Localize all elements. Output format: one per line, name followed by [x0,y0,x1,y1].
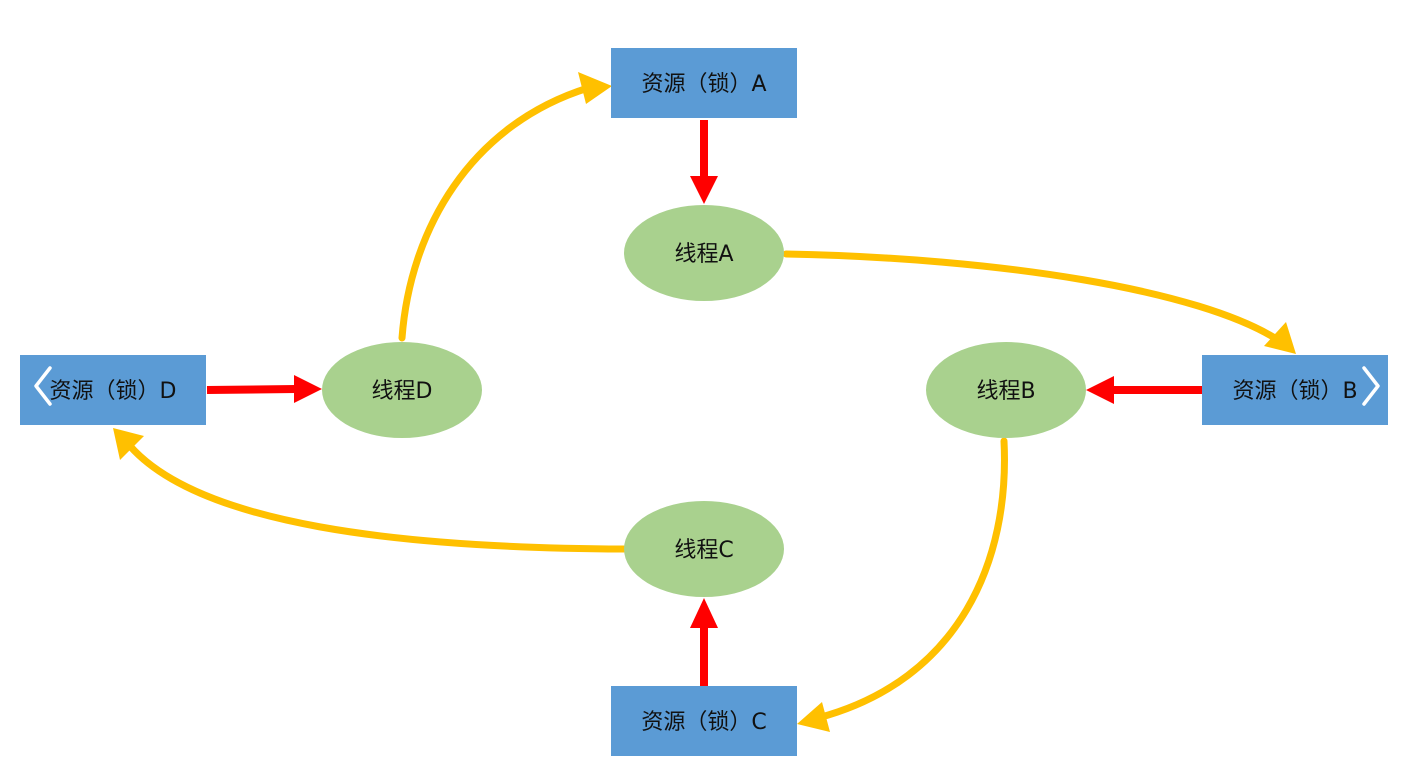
arrowhead-resourceD [113,428,144,460]
arrowhead-threadD [294,375,322,403]
thread-label-c: 线程C [674,538,733,563]
arrow-resourceD-to-threadD [206,385,297,394]
next-slide-button[interactable] [1356,356,1386,416]
arrowhead-threadC [690,598,718,628]
hold-arrows [206,120,1202,686]
resource-box-c [611,686,797,756]
resource-label-a: 资源（锁）A [641,72,766,97]
request-arrows [126,84,1282,722]
thread-ellipse-c [624,501,784,597]
thread-ellipse-d [322,342,482,438]
chevron-right-icon [1362,366,1380,406]
thread-ellipse-b [926,342,1086,438]
thread-node-c: 线程C [624,501,784,597]
arrowhead-resourceA [578,72,612,104]
chevron-left-icon [34,366,52,406]
resource-box-b [1202,355,1388,425]
arrow-threadB-to-resourceC [814,437,1008,722]
resource-node-c: 资源（锁）C [611,686,797,756]
thread-label-d: 线程D [372,379,433,404]
arrow-threadD-to-resourceA [398,84,592,342]
request-arrowheads [113,72,1296,732]
thread-node-d: 线程D [322,342,482,438]
resource-label-b: 资源（锁）B [1232,379,1357,404]
thread-label-b: 线程B [976,379,1035,404]
arrowhead-resourceC [797,702,830,732]
resource-label-c: 资源（锁）C [641,710,766,735]
arrow-threadC-to-resourceD [126,442,628,553]
resource-label-d: 资源（锁）D [50,379,177,404]
resource-box-a [611,48,797,118]
thread-label-a: 线程A [674,242,733,267]
resource-node-a: 资源（锁）A [611,48,797,118]
arrowhead-threadA [690,176,718,204]
thread-node-b: 线程B [926,342,1086,438]
thread-node-a: 线程A [624,205,784,301]
thread-ellipse-a [624,205,784,301]
arrowhead-threadB [1086,376,1114,404]
arrowhead-resourceB [1264,322,1296,354]
arrow-threadA-to-resourceB [782,250,1282,344]
prev-slide-button[interactable] [28,356,58,416]
resource-node-b: 资源（锁）B [1202,355,1388,425]
